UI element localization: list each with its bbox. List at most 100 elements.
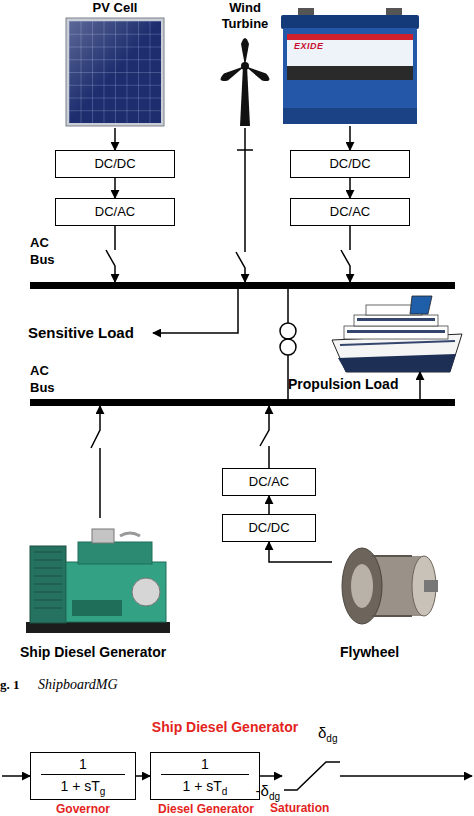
input-signal xyxy=(2,775,30,777)
ship-icon xyxy=(354,315,438,326)
ship-icon xyxy=(332,334,462,372)
denominator: 1 + sT xyxy=(183,778,222,794)
denominator: 1 + sT xyxy=(61,778,100,794)
connector xyxy=(268,496,270,514)
transfer-function-block: 1 + sTg1Governor xyxy=(30,752,136,800)
battery-icon xyxy=(287,34,413,80)
converter-box: DC/AC xyxy=(222,468,316,496)
limit-symbol: -δ xyxy=(256,782,269,799)
subscript: d xyxy=(222,786,228,797)
bus-label: AC Bus xyxy=(30,234,64,268)
box-label: DC/AC xyxy=(291,199,409,224)
battery-icon xyxy=(283,108,417,124)
subscript: g xyxy=(100,786,106,797)
box-label: DC/DC xyxy=(223,515,315,540)
block-label: Saturation xyxy=(270,802,329,815)
transformer-symbol xyxy=(280,339,296,355)
flywheel-icon xyxy=(372,556,412,616)
generator-icon xyxy=(34,552,62,608)
converter-box: DC/DC xyxy=(55,150,175,178)
block-label: Diesel Generator xyxy=(131,803,281,816)
connector xyxy=(91,406,100,518)
generator-icon xyxy=(78,542,152,564)
ship-icon xyxy=(344,326,448,339)
connector xyxy=(341,226,350,282)
output-signal xyxy=(340,775,472,777)
ac-bus: AC Bus xyxy=(30,282,455,289)
box-label: DC/AC xyxy=(56,199,174,224)
connector xyxy=(419,372,421,399)
solar-panel xyxy=(69,21,161,123)
generator-icon xyxy=(132,578,160,606)
figure-number: g. 1 xyxy=(0,677,20,693)
generator-icon xyxy=(26,529,170,633)
flywheel-icon xyxy=(351,564,373,608)
battery-icon xyxy=(281,15,419,29)
pv-cell: PV Cell xyxy=(55,0,175,128)
ship-icon xyxy=(410,296,432,314)
battery-icon xyxy=(281,8,419,124)
solar-panel xyxy=(66,18,164,126)
connector xyxy=(114,178,116,198)
connector xyxy=(236,128,245,282)
transformer-symbol xyxy=(280,323,296,355)
box-label: DC/DC xyxy=(56,151,174,176)
text-group: δdg xyxy=(318,724,337,748)
component-label: Ship Diesel Generator xyxy=(20,644,166,661)
fraction-bar xyxy=(41,774,125,775)
box-label: DC/DC xyxy=(291,151,409,176)
connector xyxy=(260,406,269,468)
transfer-function-block: 1 + sTd1Diesel Generator xyxy=(150,752,260,800)
generator-icon xyxy=(30,546,66,623)
saturation-curve xyxy=(284,762,340,790)
block-label: Governor xyxy=(31,803,135,816)
numerator: 1 xyxy=(151,756,259,773)
numerator: 1 xyxy=(31,756,135,773)
load-label: Sensitive Load xyxy=(28,324,168,342)
transformer-symbol xyxy=(280,323,296,339)
generator-icon xyxy=(66,562,166,622)
converter-box: DC/AC xyxy=(290,198,410,226)
ship-icon xyxy=(332,296,462,372)
diesel-generator: Ship Diesel Generator xyxy=(22,518,172,642)
flywheel-icon xyxy=(424,580,438,592)
connector xyxy=(260,775,282,777)
connector xyxy=(349,178,351,198)
flywheel-icon xyxy=(342,548,438,624)
wind-turbine-icon xyxy=(241,62,249,70)
flywheel: Flywheel xyxy=(332,540,440,632)
mast-bar xyxy=(237,149,253,151)
battery-icon xyxy=(283,28,417,124)
figure-caption: ShipboardMG xyxy=(38,676,118,693)
generator-icon xyxy=(72,600,122,616)
solar-panel xyxy=(66,18,164,126)
battery: EXIDE xyxy=(280,4,420,126)
wind-turbine: Wind Turbine xyxy=(205,0,285,128)
subscript: dg xyxy=(269,791,280,802)
component-label: Flywheel xyxy=(340,644,399,661)
connector xyxy=(269,542,332,562)
ac-bus: AC Bus xyxy=(30,399,455,406)
subscript: dg xyxy=(326,733,337,744)
ship-icon xyxy=(357,318,435,321)
solar-panel xyxy=(69,21,161,123)
brand-label: EXIDE xyxy=(294,41,324,52)
flywheel-icon xyxy=(342,548,382,624)
generator-icon xyxy=(26,622,170,633)
connector xyxy=(136,775,150,777)
wind-turbine-icon xyxy=(240,66,250,126)
connector xyxy=(349,126,351,150)
ship-icon xyxy=(340,341,455,345)
battery-icon xyxy=(287,66,413,80)
wind-turbine-icon xyxy=(241,38,249,66)
load-feeder xyxy=(153,289,238,333)
battery-icon xyxy=(287,34,413,40)
ship-icon xyxy=(338,354,456,372)
connector xyxy=(287,289,289,399)
generator-icon xyxy=(92,529,114,543)
converter-box: DC/DC xyxy=(290,150,410,178)
load-label: Propulsion Load xyxy=(288,376,418,393)
ship-icon xyxy=(347,330,445,333)
